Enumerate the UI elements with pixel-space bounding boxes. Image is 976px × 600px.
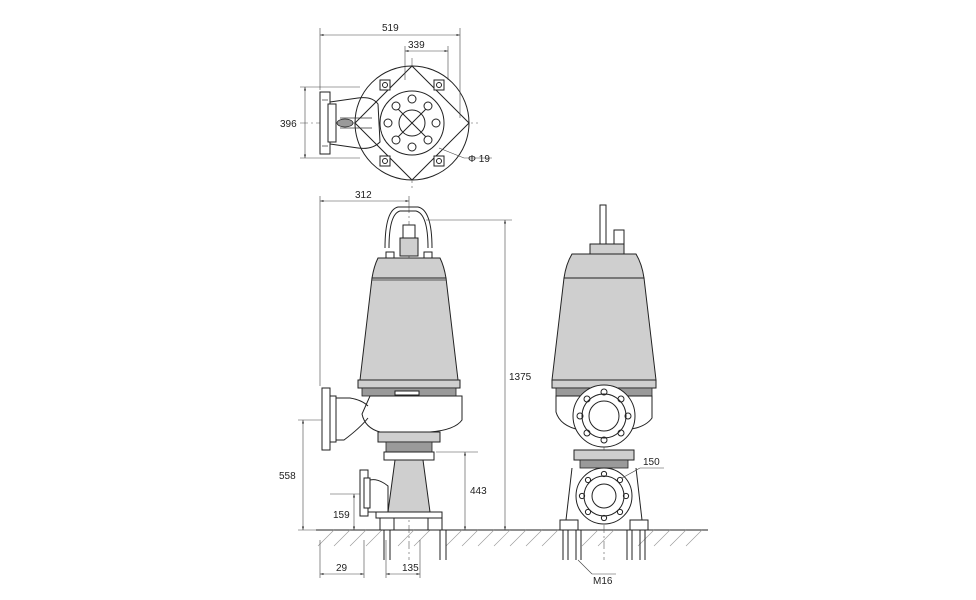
front-view: 150 M16 [551,204,664,587]
dim-flange-diameter: 150 [643,457,660,468]
top-view: 519 339 396 Φ 19 [280,23,492,188]
dim-inlet-height: 159 [333,510,350,521]
dim-total-height: 1375 [509,372,532,383]
dim-base-offset: 135 [402,563,419,574]
dim-side-width: 312 [355,190,372,201]
dim-base-height: 443 [470,486,487,497]
dim-left-offset: 29 [336,563,348,574]
dim-top-width: 519 [382,23,399,34]
dim-outlet-height: 558 [279,471,296,482]
side-view: 312 1375 558 443 159 29 135 [279,190,532,578]
dim-hole-diameter: Φ 19 [468,154,490,165]
dim-top-height: 396 [280,119,297,130]
dim-bolt-size: M16 [593,576,613,587]
ground-line [316,529,708,547]
dim-top-offset: 339 [408,40,425,51]
